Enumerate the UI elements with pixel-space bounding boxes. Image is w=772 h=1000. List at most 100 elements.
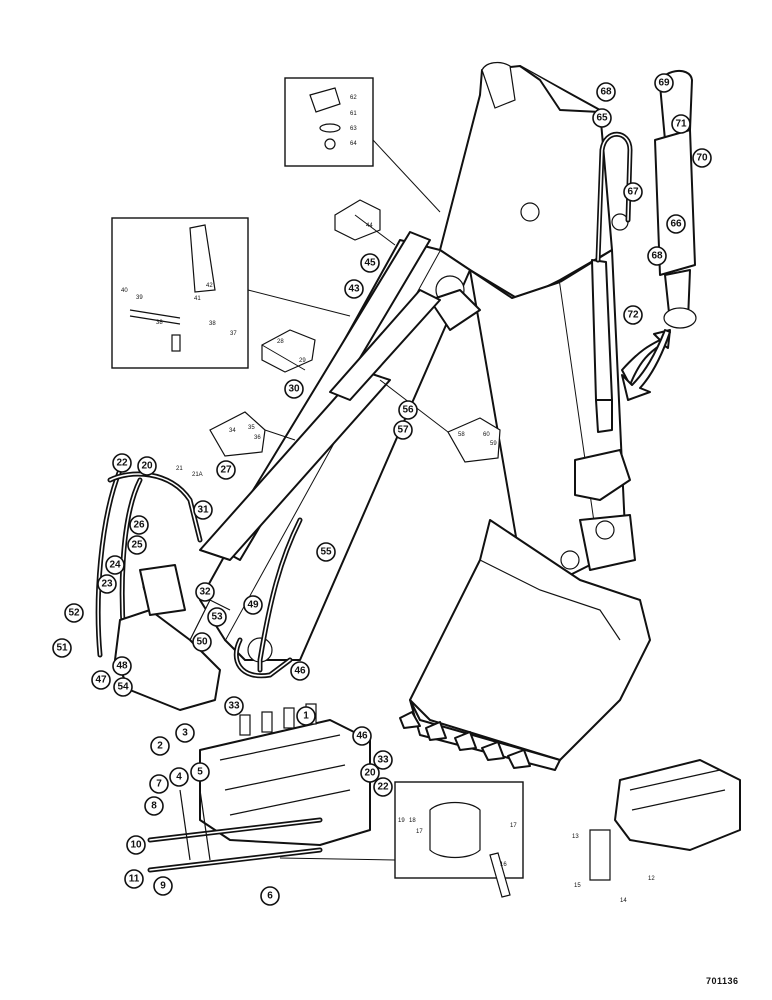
small-part-label-44: 44 <box>366 223 373 229</box>
assembly-arrow <box>621 329 671 401</box>
callout-circle <box>360 253 380 273</box>
callout-65: 65 <box>592 108 612 128</box>
callout-number: 22 <box>377 782 389 793</box>
callout-number: 26 <box>133 520 145 531</box>
callout-circle <box>149 774 169 794</box>
callout-number: 9 <box>160 881 166 892</box>
callout-circle <box>137 456 157 476</box>
callout-circle <box>360 763 380 783</box>
callout-circle <box>64 603 84 623</box>
callout-53: 53 <box>207 607 227 627</box>
callout-number: 45 <box>364 258 376 269</box>
callout-number: 51 <box>56 643 68 654</box>
callout-number: 32 <box>199 587 211 598</box>
callout-68: 68 <box>596 82 616 102</box>
callout-circle <box>344 279 364 299</box>
small-part-label-64: 64 <box>350 141 357 147</box>
callout-number: 20 <box>141 461 153 472</box>
callout-number: 46 <box>294 666 306 677</box>
callout-circle <box>373 777 393 797</box>
callout-number: 53 <box>211 612 223 623</box>
callout-number: 6 <box>267 891 273 902</box>
callout-circle <box>97 574 117 594</box>
callout-10: 10 <box>126 835 146 855</box>
callout-25: 25 <box>127 535 147 555</box>
callout-number: 55 <box>320 547 332 558</box>
callout-55: 55 <box>316 542 336 562</box>
callout-circle <box>195 582 215 602</box>
callout-circle <box>393 420 413 440</box>
callout-11: 11 <box>124 869 144 889</box>
callout-circle <box>243 595 263 615</box>
small-part-label-63: 63 <box>350 126 357 132</box>
small-part-label-21: 21 <box>176 466 183 472</box>
callout-circle <box>216 460 236 480</box>
callout-number: 3 <box>182 728 188 739</box>
callout-number: 23 <box>101 579 113 590</box>
callout-number: 24 <box>109 560 121 571</box>
callout-8: 8 <box>144 796 164 816</box>
small-part-label-17: 17 <box>510 823 517 829</box>
callout-number: 52 <box>68 608 80 619</box>
callout-20: 20 <box>137 456 157 476</box>
callout-43: 43 <box>344 279 364 299</box>
callout-47: 47 <box>91 670 111 690</box>
small-part-label-35: 35 <box>248 425 255 431</box>
small-part-label-41: 41 <box>194 296 201 302</box>
callout-circle <box>91 670 111 690</box>
callout-46: 46 <box>352 726 372 746</box>
callout-circle <box>175 723 195 743</box>
callout-circle <box>224 696 244 716</box>
callout-circle <box>207 607 227 627</box>
callout-26: 26 <box>129 515 149 535</box>
callout-33: 33 <box>373 750 393 770</box>
callout-circle <box>144 796 164 816</box>
callout-number: 48 <box>116 661 128 672</box>
callout-number: 33 <box>228 701 240 712</box>
callout-circle <box>126 835 146 855</box>
small-part-label-34: 34 <box>229 428 236 434</box>
small-part-label-38: 38 <box>156 320 163 326</box>
callout-circle <box>193 500 213 520</box>
callout-20: 20 <box>360 763 380 783</box>
callout-circle <box>190 762 210 782</box>
callout-9: 9 <box>153 876 173 896</box>
callout-circle <box>592 108 612 128</box>
small-part-label-16: 16 <box>500 862 507 868</box>
callout-number: 27 <box>220 465 232 476</box>
callout-68: 68 <box>647 246 667 266</box>
small-part-label-59: 59 <box>490 441 497 447</box>
callout-number: 46 <box>356 731 368 742</box>
callout-number: 31 <box>197 505 209 516</box>
callout-1: 1 <box>296 706 316 726</box>
callout-circle <box>596 82 616 102</box>
callout-circle <box>654 73 674 93</box>
callout-circle <box>260 886 280 906</box>
callout-31: 31 <box>193 500 213 520</box>
callout-67: 67 <box>623 182 643 202</box>
callout-number: 68 <box>600 87 612 98</box>
small-part-label-19: 19 <box>398 818 405 824</box>
callout-number: 22 <box>116 458 128 469</box>
callout-number: 54 <box>117 682 129 693</box>
callout-4: 4 <box>169 767 189 787</box>
callout-52: 52 <box>64 603 84 623</box>
small-part-label-36: 36 <box>254 435 261 441</box>
pin-detail-bubbles <box>209 199 501 463</box>
bucket <box>399 449 651 771</box>
small-part-label-40: 40 <box>121 288 128 294</box>
callout-number: 4 <box>176 772 182 783</box>
small-part-label-21A: 21A <box>192 472 203 478</box>
callout-circle <box>52 638 72 658</box>
control-valve <box>147 703 371 873</box>
callout-circle <box>373 750 393 770</box>
callout-71: 71 <box>671 114 691 134</box>
callout-circle <box>296 706 316 726</box>
callout-circle <box>666 214 686 234</box>
callout-circle <box>352 726 372 746</box>
callout-72: 72 <box>623 305 643 325</box>
small-part-label-13: 13 <box>572 834 579 840</box>
